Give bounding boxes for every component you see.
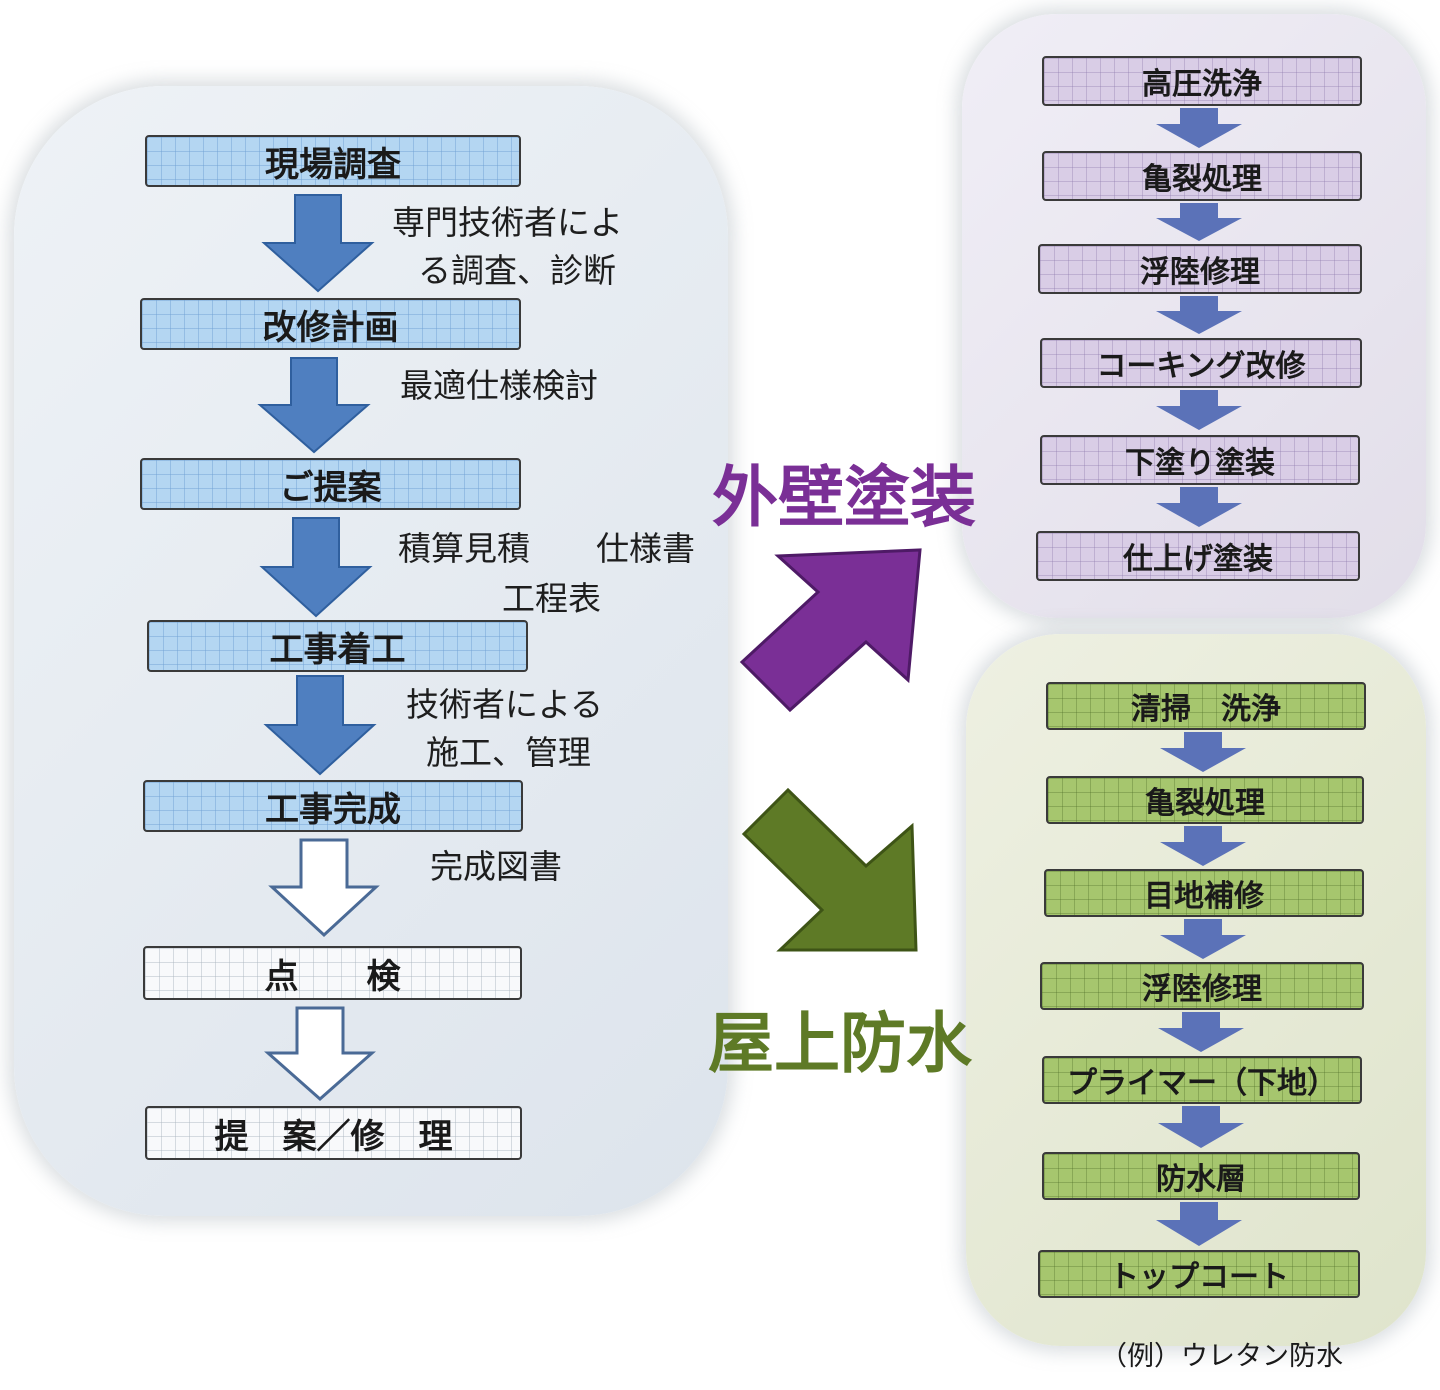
small-arrow-down-icon	[1160, 826, 1246, 866]
note-estimate-line1: 積算見積 仕様書	[398, 529, 695, 568]
paint-step-lift-repair: 浮陸修理	[1038, 244, 1362, 294]
roof-step-crack-treatment: 亀裂処理	[1046, 776, 1364, 824]
example-caption: （例）ウレタン防水	[1100, 1341, 1343, 1372]
small-arrow-down-icon	[1156, 296, 1242, 334]
paint-step-high-pressure-wash: 高圧洗浄	[1042, 56, 1362, 106]
step-construction-start: 工事着工	[147, 620, 528, 672]
small-arrow-down-icon	[1156, 1202, 1242, 1246]
small-arrow-down-icon	[1156, 390, 1242, 430]
note-survey-line2: る調査、診断	[418, 251, 616, 290]
paint-step-caulking: コーキング改修	[1040, 338, 1362, 388]
paint-step-undercoat: 下塗り塗装	[1040, 435, 1360, 485]
arrow-down-right-icon	[741, 787, 918, 952]
roof-step-joint-repair: 目地補修	[1044, 869, 1364, 917]
flow-arrow-down-icon	[259, 517, 373, 618]
step-construction-complete: 工事完成	[143, 780, 523, 832]
flow-arrow-down-icon	[263, 675, 377, 776]
flow-arrow-down-icon	[261, 194, 375, 293]
small-arrow-down-icon	[1156, 203, 1242, 241]
paint-step-crack-treatment: 亀裂処理	[1042, 151, 1362, 201]
note-spec-review: 最適仕様検討	[400, 366, 598, 405]
step-inspection: 点 検	[143, 946, 522, 1000]
label-rooftop-waterproof: 屋上防水	[708, 1005, 972, 1082]
roof-step-clean-wash: 清掃 洗浄	[1046, 682, 1366, 730]
step-site-survey: 現場調査	[145, 135, 521, 187]
flow-arrow-down-outline-icon	[264, 1006, 376, 1102]
note-estimate-line2: 工程表	[502, 579, 601, 618]
flow-arrow-down-icon	[257, 357, 371, 454]
step-renovation-plan: 改修計画	[140, 298, 521, 350]
small-arrow-down-icon	[1156, 108, 1242, 148]
small-arrow-down-icon	[1160, 919, 1246, 959]
note-construction-line1: 技術者による	[406, 685, 604, 724]
small-arrow-down-icon	[1156, 487, 1242, 527]
paint-step-finish-coat: 仕上げ塗装	[1036, 531, 1360, 581]
arrow-up-right-icon	[739, 548, 922, 713]
roof-step-top-coat: トップコート	[1038, 1250, 1360, 1298]
note-construction-line2: 施工、管理	[426, 733, 591, 772]
step-proposal-repair: 提 案／修 理	[145, 1106, 522, 1160]
note-completion-docs: 完成図書	[430, 847, 562, 886]
flow-arrow-down-outline-icon	[268, 838, 380, 938]
note-survey-line1: 専門技術者によ	[392, 203, 623, 242]
step-proposal: ご提案	[140, 458, 521, 510]
small-arrow-down-icon	[1158, 1106, 1244, 1148]
roof-step-lift-repair: 浮陸修理	[1040, 962, 1364, 1010]
label-exterior-paint: 外壁塗装	[712, 459, 976, 536]
small-arrow-down-icon	[1158, 1012, 1244, 1052]
roof-step-waterproof-layer: 防水層	[1042, 1152, 1360, 1200]
small-arrow-down-icon	[1160, 732, 1246, 772]
roof-step-primer: プライマー（下地）	[1042, 1056, 1362, 1104]
